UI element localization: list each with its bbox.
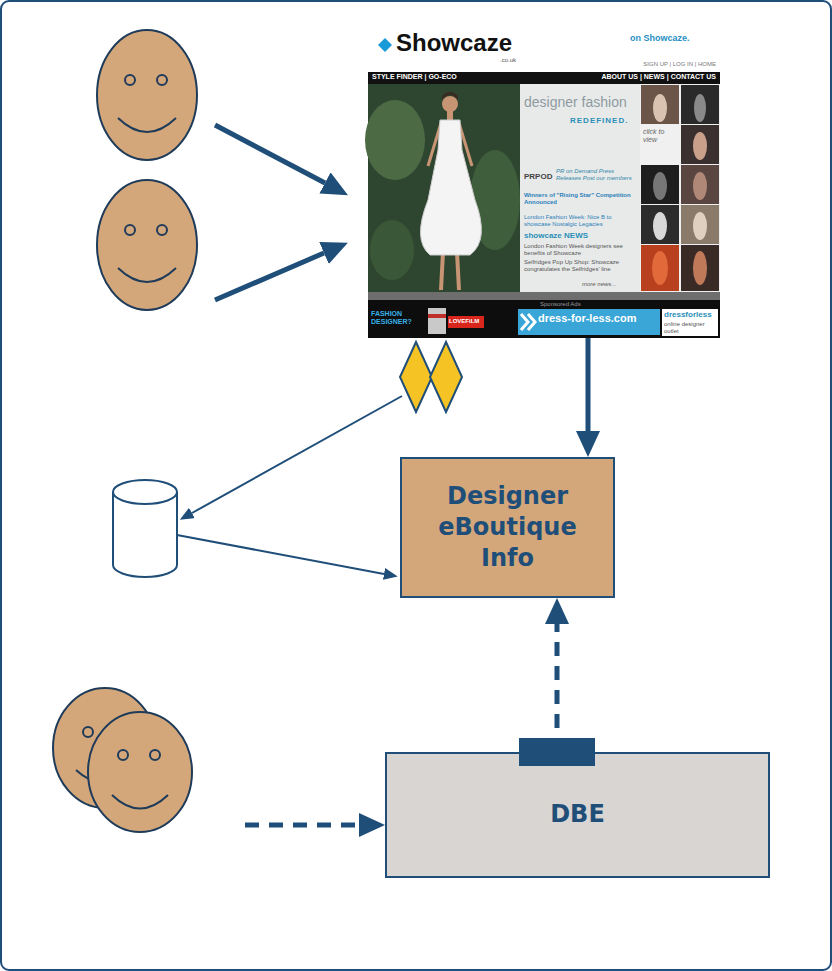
screenshot-text: Selfridges Pop Up Shop: Showcaze congrat… <box>524 259 638 273</box>
face-smile <box>112 795 168 809</box>
data-arrow <box>177 535 384 574</box>
screenshot-text: dress-for-less.com <box>538 312 636 325</box>
screenshot-text: Showcaze <box>396 29 512 58</box>
website-screenshot: Showcaze.co.uk on Showcaze. SIGN UP | LOG … <box>368 28 720 338</box>
screenshot-ground <box>368 28 720 338</box>
divider-band <box>368 292 720 300</box>
logo-ad <box>662 309 718 336</box>
yellow-diamond <box>400 342 432 412</box>
thumbnail <box>641 245 679 291</box>
screenshot-text: Winners of "Rising Star" Competition Ann… <box>524 192 638 206</box>
photo-foliage <box>370 220 414 280</box>
flow-arrow <box>555 624 560 752</box>
thumbnail <box>641 85 679 124</box>
screenshot-text: London Fashion Week: Nice B to showcase … <box>524 214 638 228</box>
screenshot-text: SIGN UP | LOG IN | HOME <box>643 61 716 68</box>
face-eye <box>83 727 93 737</box>
flow-arrow <box>586 338 591 431</box>
process-box: Designer eBoutique Info <box>400 457 615 598</box>
user-face <box>97 30 197 160</box>
user-arrow <box>215 125 325 183</box>
photo-foliage <box>365 100 425 180</box>
thumbnail-figure <box>693 132 707 160</box>
thumbnail-figure <box>693 251 707 285</box>
user-face <box>88 712 192 832</box>
thumbnail-figure <box>652 251 668 285</box>
model-hair <box>442 92 458 100</box>
user-arrow <box>215 253 324 300</box>
user-arrow <box>245 823 359 828</box>
screenshot-text: designer fashion <box>524 94 627 111</box>
screenshot-text: REDEFINED. <box>570 116 628 126</box>
thumbnail <box>681 205 719 244</box>
logo-diamond <box>378 38 392 52</box>
model-dress <box>420 120 481 255</box>
user-face <box>97 180 197 310</box>
ads-bar <box>368 300 720 338</box>
face-outline <box>97 30 197 160</box>
thumbnail <box>681 85 719 124</box>
screenshot-text: on Showcaze. <box>630 33 690 44</box>
thumbnail <box>641 205 679 244</box>
face-smile <box>118 268 176 282</box>
face-eye <box>125 75 135 85</box>
screenshot-text: online designer outlet <box>664 321 718 335</box>
port-square <box>519 738 595 766</box>
screenshot-text: Sponsored Ads <box>540 301 581 308</box>
thumbnail-figure <box>693 172 707 200</box>
cylinder-top <box>113 480 177 504</box>
face-eye <box>157 225 167 235</box>
model-head <box>442 96 458 112</box>
face-eye <box>157 75 167 85</box>
magazine-ad <box>428 308 446 334</box>
thumbnail-figure <box>653 212 667 240</box>
screenshot-text: showcaze NEWS <box>524 231 588 241</box>
magazine-stripe <box>428 314 446 318</box>
model-leg <box>457 252 459 290</box>
thumbnail-figure <box>693 212 707 240</box>
lovefilm-ad <box>448 316 484 328</box>
face-smile <box>118 118 176 132</box>
website-screenshot <box>365 28 720 338</box>
database-cylinder <box>113 480 177 577</box>
face-outline <box>97 180 197 310</box>
screenshot-text: PRPOD <box>524 172 552 182</box>
thumbnail <box>641 165 679 204</box>
screenshot-text: LOVEFiLM <box>449 318 479 325</box>
nav-bar <box>368 72 720 84</box>
face-outline <box>88 712 192 832</box>
banner-chevron <box>528 314 535 330</box>
screenshot-text: ABOUT US | NEWS | CONTACT US <box>601 73 716 81</box>
thumbnail-column <box>640 84 720 292</box>
content-panel <box>520 84 640 292</box>
screenshot-text: PR on Demand Press Releases Post our mem… <box>556 168 638 182</box>
model-leg <box>441 252 443 290</box>
thumbnail <box>681 125 719 164</box>
thumbnail-figure <box>653 172 667 200</box>
banner-chevron <box>521 314 528 330</box>
screenshot-text: STYLE FINDER | GO-ECO <box>372 73 457 81</box>
face-eye <box>118 750 128 760</box>
screenshot-text: more news... <box>582 281 616 288</box>
box-label: DBE <box>550 799 605 830</box>
thumbnail <box>681 245 719 291</box>
banner-ad <box>518 309 660 335</box>
face-eye <box>125 225 135 235</box>
face-eye <box>150 750 160 760</box>
thumbnail <box>681 165 719 204</box>
screenshot-text: click to view <box>643 128 679 145</box>
screenshot-text: London Fashion Week designers see benefi… <box>524 243 638 257</box>
screenshot-text: FASHION DESIGNER? <box>371 310 427 327</box>
screenshot-text: dressforless <box>664 310 712 320</box>
box-label: Designer eBoutique Info <box>433 481 583 575</box>
thumbnail-figure <box>653 94 667 122</box>
thumbnail-figure <box>694 94 706 122</box>
screenshot-text: .co.uk <box>500 57 516 64</box>
yellow-diamond <box>430 342 462 412</box>
data-arrow <box>192 396 402 513</box>
system-box: DBE <box>385 752 770 878</box>
